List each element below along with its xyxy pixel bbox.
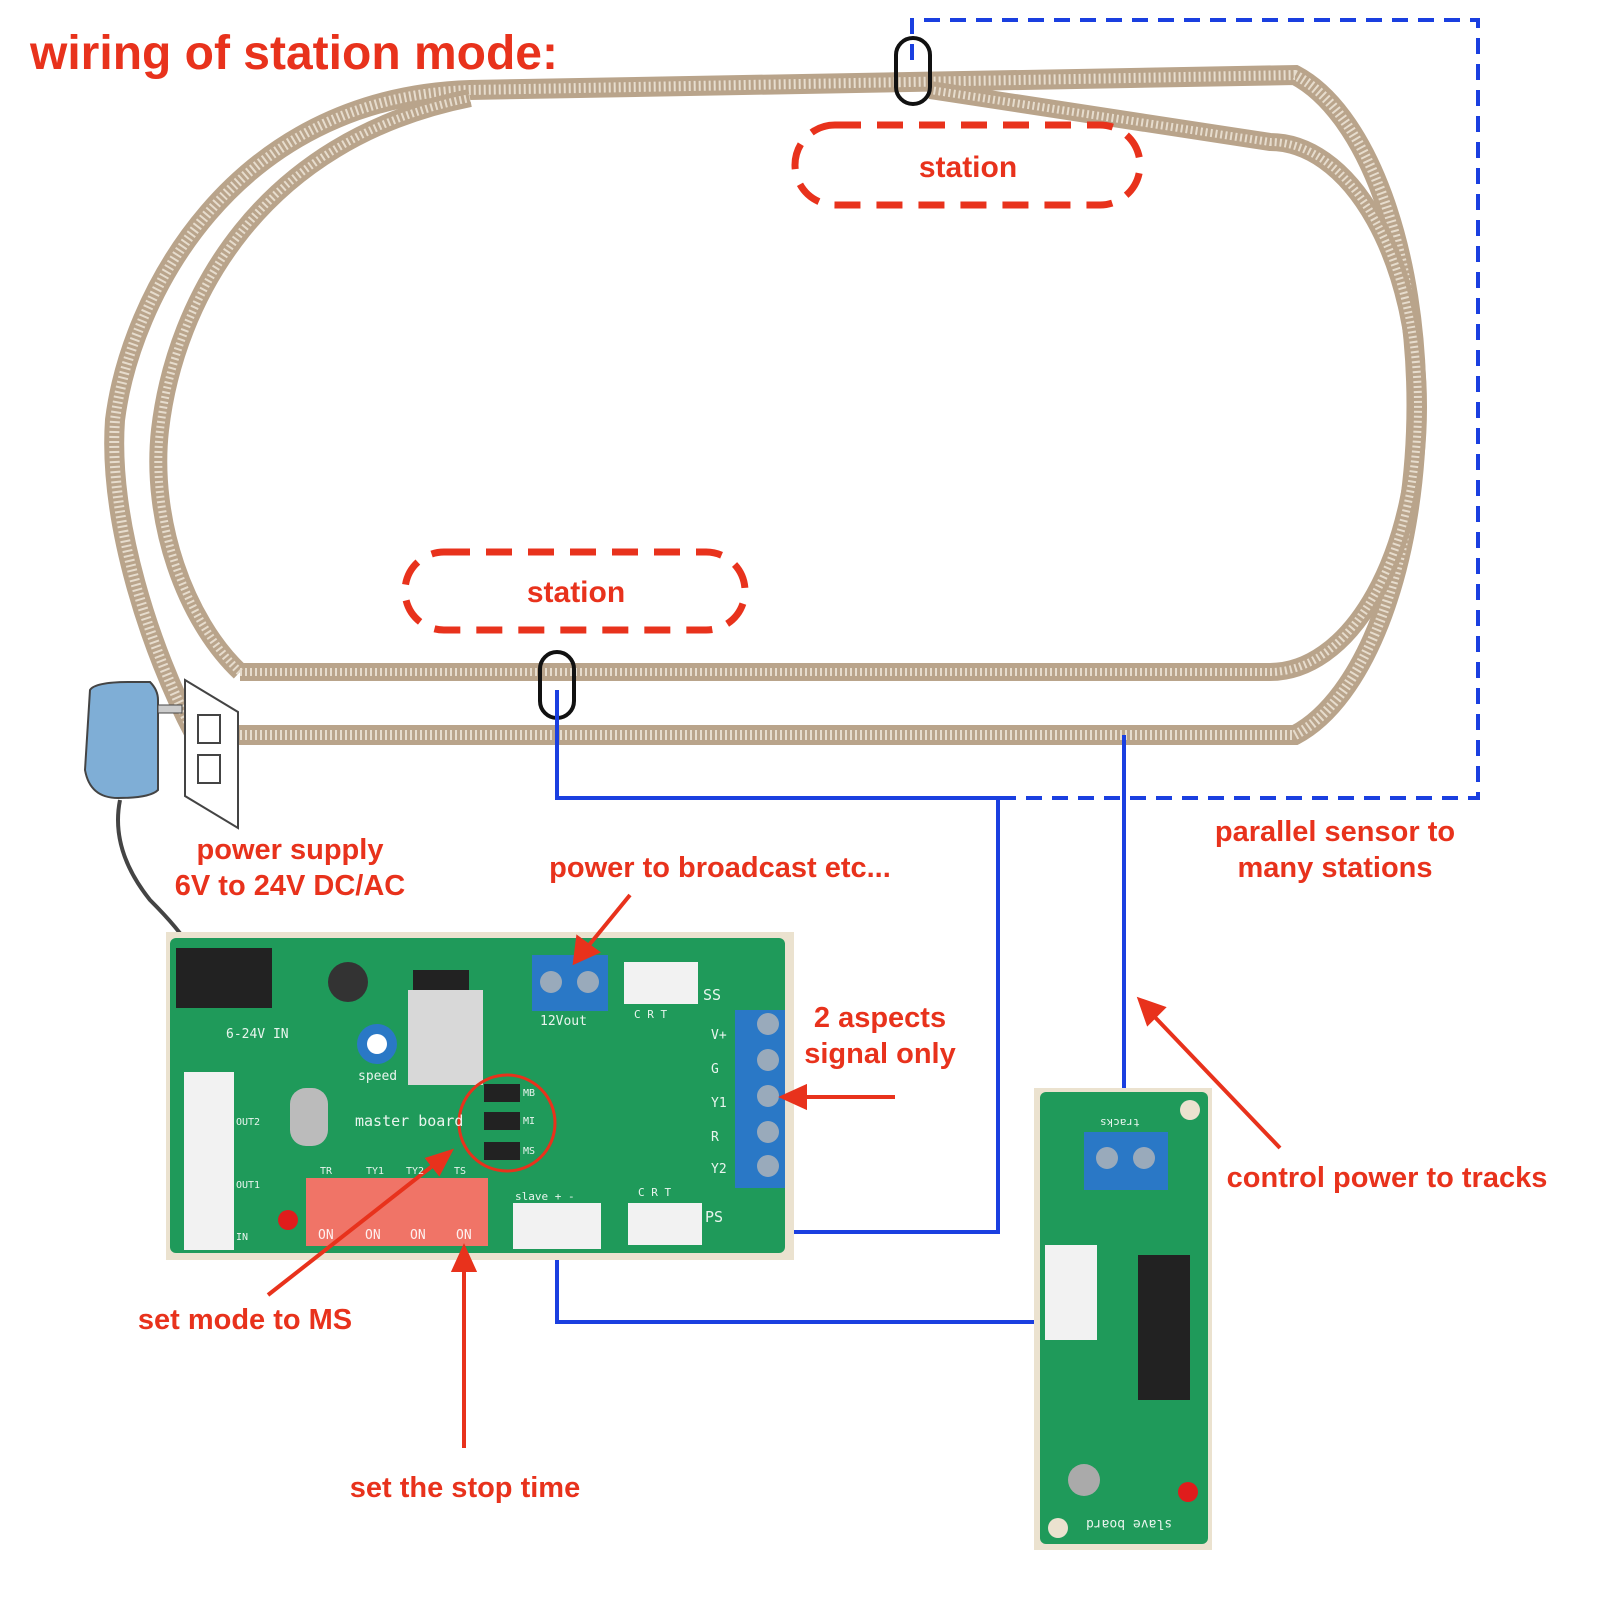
station-zone-top (791, 121, 1144, 209)
dip-on-2: ON (365, 1228, 381, 1243)
parallel-sensor-label: parallel sensor to many stations (1190, 814, 1480, 887)
wires (555, 18, 1480, 1324)
terminal-y1: Y1 (711, 1096, 727, 1111)
dip-ty2: TY2 (406, 1166, 425, 1177)
parallel-line2: many stations (1237, 852, 1433, 885)
slave-board-name: slave board (1086, 1516, 1173, 1531)
dip-on-4: ON (456, 1228, 472, 1243)
jumper-ms: MS (523, 1146, 536, 1157)
station-zone-bottom (401, 548, 749, 634)
slave-port-label: slave + - (515, 1190, 575, 1203)
master-board-name: master board (355, 1112, 464, 1130)
crt-bottom: C R T (638, 1186, 672, 1199)
aspects-line2: signal only (804, 1038, 956, 1071)
arrows (266, 893, 1282, 1448)
slave-link-wire (555, 1230, 1070, 1324)
power-adapter (83, 678, 239, 949)
mode-jumper-circle (457, 1073, 557, 1173)
dc-jack (176, 948, 272, 1008)
port-in: IN (236, 1232, 249, 1243)
port-ss: SS (703, 986, 722, 1004)
jumper-mb: MB (523, 1088, 536, 1099)
sensor-top (894, 36, 932, 106)
dip-on-1: ON (318, 1228, 334, 1243)
crt-top: C R T (634, 1008, 668, 1021)
parallel-line1: parallel sensor to (1214, 816, 1456, 848)
regulator (408, 990, 483, 1085)
terminal-g: G (711, 1062, 719, 1077)
speed-label: speed (358, 1069, 398, 1084)
jumper-mi: MI (523, 1116, 536, 1127)
driver-chip (1138, 1255, 1190, 1400)
terminal-r: R (711, 1130, 719, 1145)
output-label: 12Vout (540, 1014, 587, 1029)
diagram-title: wiring of station mode: (30, 27, 558, 80)
port-out2: OUT2 (236, 1117, 261, 1128)
power-supply-line2: 6V to 24V DC/AC (174, 870, 406, 903)
station-label-top: station (918, 151, 1018, 184)
aspects-line1: 2 aspects (813, 1002, 947, 1034)
input-label: 6-24V IN (226, 1027, 289, 1042)
dip-on-3: ON (410, 1228, 426, 1243)
slave-tracks-label: tracks (1100, 1116, 1140, 1129)
dip-ts: TS (454, 1166, 467, 1177)
slave-board (1034, 1088, 1212, 1550)
stop-time-label: set the stop time (349, 1472, 581, 1504)
dip-switches (306, 1178, 488, 1246)
terminal-y2: Y2 (711, 1162, 727, 1177)
port-out1: OUT1 (236, 1180, 261, 1191)
power-broadcast-label: power to broadcast etc... (549, 852, 891, 884)
master-board (166, 932, 794, 1260)
control-power-label: control power to tracks (1226, 1162, 1548, 1194)
power-supply-label: power supply 6V to 24V DC/AC (150, 832, 430, 905)
dip-tr: TR (320, 1166, 333, 1177)
station-label-bottom: station (526, 576, 626, 609)
aspects-label: 2 aspects signal only (790, 1000, 970, 1073)
port-ps: PS (705, 1208, 724, 1226)
power-supply-line1: power supply (196, 834, 384, 866)
set-mode-label: set mode to MS (137, 1304, 353, 1336)
outer-track (104, 64, 1427, 745)
sensor-wire (555, 690, 1000, 1234)
terminal-v: V+ (711, 1028, 727, 1043)
parallel-sensor-wire (910, 18, 1480, 800)
inner-track (149, 81, 1427, 681)
dip-ty1: TY1 (366, 1166, 385, 1177)
